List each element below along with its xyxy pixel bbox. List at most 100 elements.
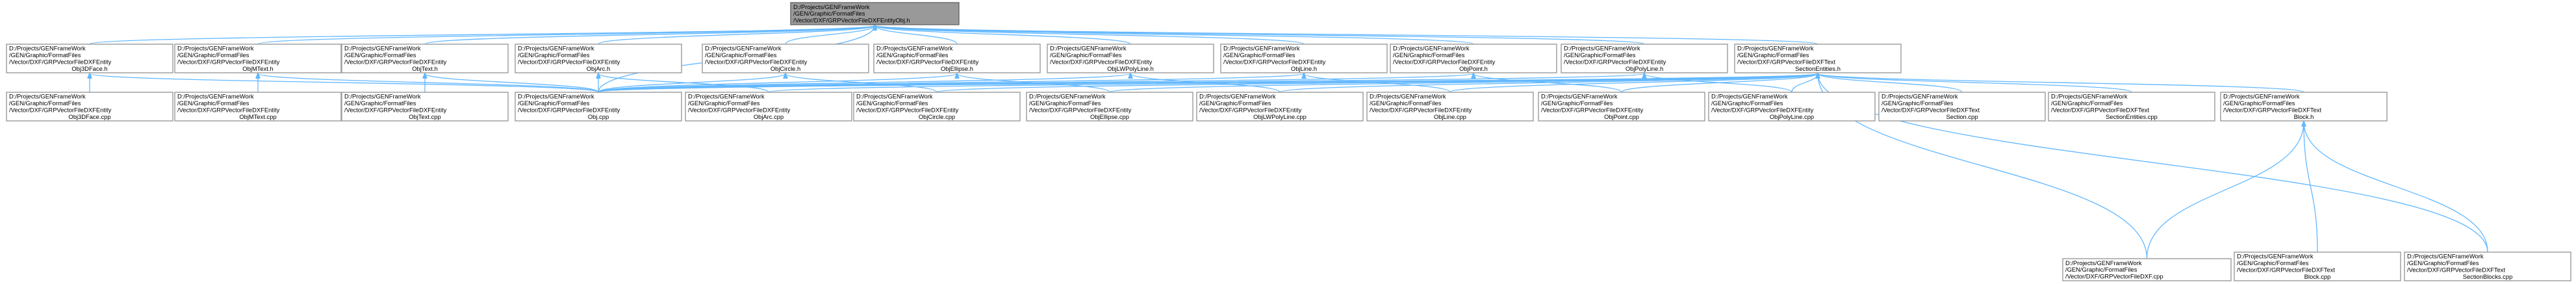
node-label-line: /Vector/DXF/GRPVectorFileDXFEntity — [856, 106, 959, 113]
edge-objarc_cpp-includes-objarc_h — [598, 73, 769, 93]
edge-obj_cpp-includes-objtext_h — [425, 73, 599, 93]
node-objarc-h[interactable]: D:/Projects/GENFrameWork/GEN/Graphic/For… — [515, 44, 682, 73]
edge-objpolyline_h-includes-root — [875, 25, 1645, 45]
node-label-line: /Vector/DXF/GRPVectorFileDXFEntity — [344, 58, 447, 65]
node-sectionentities-cpp[interactable]: D:/Projects/GENFrameWork/GEN/Graphic/For… — [2048, 92, 2215, 122]
node-label-line: ObjCircle.cpp — [919, 113, 955, 120]
edge-objellipse_h-includes-root — [875, 25, 958, 45]
node-label-line: /GEN/Graphic/FormatFiles — [9, 99, 81, 107]
node-label-line: D:/Projects/GENFrameWork — [518, 45, 594, 52]
node-label-line: D:/Projects/GENFrameWork — [2065, 259, 2142, 266]
edge-sectionentities_h-includes-root — [875, 25, 1818, 45]
node-label-line: Obj.cpp — [588, 113, 609, 120]
node-label-line: /Vector/DXF/GRPVectorFileDXFEntity — [705, 58, 808, 65]
node-label-line: ObjEllipse.h — [941, 65, 973, 72]
edge-objpoint_h-includes-root — [875, 25, 1474, 45]
edge-objline_cpp-includes-sectionentities_h — [1449, 73, 1818, 93]
node-label-line: /Vector/DXF/GRPVectorFileDXFText — [1881, 106, 1980, 113]
node-label-line: /Vector/DXF/GRPVectorFileDXFEntity — [1370, 106, 1472, 113]
node-label-line: D:/Projects/GENFrameWork — [344, 45, 421, 52]
node-objmtext-cpp[interactable]: D:/Projects/GENFrameWork/GEN/Graphic/For… — [174, 92, 342, 122]
node-box — [174, 92, 342, 122]
node-objpoint-cpp[interactable]: D:/Projects/GENFrameWork/GEN/Graphic/For… — [1538, 92, 1705, 122]
node-block-h[interactable]: D:/Projects/GENFrameWork/GEN/Graphic/For… — [2220, 92, 2388, 122]
node-objcircle-cpp[interactable]: D:/Projects/GENFrameWork/GEN/Graphic/For… — [853, 92, 1021, 122]
edge-objellipse_cpp-includes-sectionentities_h — [1109, 73, 1818, 93]
edge-objlwpolyline_h-includes-root — [875, 25, 1131, 45]
node-label-line: D:/Projects/GENFrameWork — [518, 93, 594, 100]
node-block-cpp[interactable]: D:/Projects/GENFrameWork/GEN/Graphic/For… — [2234, 252, 2401, 281]
node-label-line: /GEN/Graphic/FormatFiles — [2223, 99, 2295, 107]
node-section-cpp[interactable]: D:/Projects/GENFrameWork/GEN/Graphic/For… — [1878, 92, 2046, 122]
node-label-line: D:/Projects/GENFrameWork — [856, 93, 933, 100]
node-label-line: /GEN/Graphic/FormatFiles — [344, 99, 416, 107]
edge-obj_cpp-includes-objline_h — [598, 73, 1304, 93]
edge-obj_cpp-includes-objcircle_h — [598, 73, 785, 93]
node-label-line: D:/Projects/GENFrameWork — [793, 3, 870, 10]
node-label-line: Obj3DFace.h — [71, 65, 107, 72]
node-label-line: ObjLWPolyLine.cpp — [1253, 113, 1307, 120]
node-objellipse-cpp[interactable]: D:/Projects/GENFrameWork/GEN/Graphic/For… — [1026, 92, 1193, 122]
node-sectionblocks-cpp[interactable]: D:/Projects/GENFrameWork/GEN/Graphic/For… — [2404, 252, 2571, 281]
node-objline-h[interactable]: D:/Projects/GENFrameWork/GEN/Graphic/For… — [1220, 44, 1388, 73]
node-objcircle-h[interactable]: D:/Projects/GENFrameWork/GEN/Graphic/For… — [702, 44, 869, 73]
node-box — [2062, 258, 2232, 281]
node-objpoint-h[interactable]: D:/Projects/GENFrameWork/GEN/Graphic/For… — [1390, 44, 1557, 73]
node-label-line: D:/Projects/GENFrameWork — [1564, 45, 1640, 52]
node-label-line: /GEN/Graphic/FormatFiles — [9, 51, 81, 58]
edge-grpvectorfiledxf_cpp-includes-block_h — [2146, 122, 2304, 259]
node-objline-cpp[interactable]: D:/Projects/GENFrameWork/GEN/Graphic/For… — [1366, 92, 1534, 122]
node-label-line: ObjText.h — [412, 65, 438, 72]
node-label-line: /Vector/DXF/GRPVectorFileDXFText — [2237, 266, 2335, 273]
node-label-line: /GEN/Graphic/FormatFiles — [344, 51, 416, 58]
node-objmtext-h[interactable]: D:/Projects/GENFrameWork/GEN/Graphic/For… — [174, 44, 342, 73]
node-label-line: ObjLine.h — [1291, 65, 1317, 72]
node-box — [873, 44, 1041, 73]
node-label-line: /Vector/DXF/GRPVectorFileDXF.cpp — [2065, 273, 2163, 280]
node-label-line: /GEN/Graphic/FormatFiles — [1029, 99, 1101, 107]
node-box — [1734, 44, 1902, 73]
node-label-line: /Vector/DXF/GRPVectorFileDXFText — [2407, 266, 2505, 273]
node-box — [1196, 92, 1364, 122]
node-objpolyline-h[interactable]: D:/Projects/GENFrameWork/GEN/Graphic/For… — [1561, 44, 1728, 73]
node-label-line: D:/Projects/GENFrameWork — [1737, 45, 1814, 52]
node-root[interactable]: D:/Projects/GENFrameWork/GEN/Graphic/For… — [790, 2, 960, 25]
node-label-line: /GEN/Graphic/FormatFiles — [1223, 51, 1295, 58]
node-objlwpolyline-cpp[interactable]: D:/Projects/GENFrameWork/GEN/Graphic/For… — [1196, 92, 1364, 122]
node-sectionentities-h[interactable]: D:/Projects/GENFrameWork/GEN/Graphic/For… — [1734, 44, 1902, 73]
node-obj3dface-h[interactable]: D:/Projects/GENFrameWork/GEN/Graphic/For… — [6, 44, 173, 73]
node-label-line: /Vector/DXF/GRPVectorFileDXFEntity — [1541, 106, 1644, 113]
node-objpolyline-cpp[interactable]: D:/Projects/GENFrameWork/GEN/Graphic/For… — [1708, 92, 1876, 122]
node-objtext-cpp[interactable]: D:/Projects/GENFrameWork/GEN/Graphic/For… — [341, 92, 509, 122]
node-label-line: D:/Projects/GENFrameWork — [876, 45, 953, 52]
node-grpvectorfiledxf-cpp[interactable]: D:/Projects/GENFrameWork/GEN/Graphic/For… — [2062, 258, 2232, 281]
node-label-line: ObjArc.h — [587, 65, 610, 72]
node-objlwpolyline-h[interactable]: D:/Projects/GENFrameWork/GEN/Graphic/For… — [1047, 44, 1214, 73]
node-objellipse-h[interactable]: D:/Projects/GENFrameWork/GEN/Graphic/For… — [873, 44, 1041, 73]
node-label-line: /Vector/DXF/GRPVectorFileDXFEntity — [1223, 58, 1326, 65]
node-label-line: /Vector/DXF/GRPVectorFileDXFText — [1737, 58, 1835, 65]
node-label-line: D:/Projects/GENFrameWork — [2407, 253, 2484, 260]
node-box — [1220, 44, 1388, 73]
node-objtext-h[interactable]: D:/Projects/GENFrameWork/GEN/Graphic/For… — [341, 44, 509, 73]
node-box — [341, 92, 509, 122]
node-label-line: ObjText.cpp — [409, 113, 441, 120]
node-label-line: D:/Projects/GENFrameWork — [177, 45, 254, 52]
node-label-line: /Vector/DXF/GRPVectorFileDXFEntity — [177, 58, 280, 65]
node-label-line: /Vector/DXF/GRPVectorFileDXFEntity — [1029, 106, 1132, 113]
node-objarc-cpp[interactable]: D:/Projects/GENFrameWork/GEN/Graphic/For… — [685, 92, 852, 122]
node-box — [1708, 92, 1876, 122]
node-label-line: /GEN/Graphic/FormatFiles — [1393, 51, 1465, 58]
node-label-line: /GEN/Graphic/FormatFiles — [2065, 266, 2137, 273]
edge-objlwpolyline_cpp-includes-sectionentities_h — [1279, 73, 1818, 93]
node-label-line: /Vector/DXF/GRPVectorFileDXFEntity — [518, 58, 620, 65]
node-obj3dface-cpp[interactable]: D:/Projects/GENFrameWork/GEN/Graphic/For… — [6, 92, 173, 122]
edge-block_h-includes-sectionentities_h — [1818, 73, 2304, 93]
node-label-line: ObjPoint.cpp — [1604, 113, 1639, 120]
node-box — [174, 44, 342, 73]
edge-objarc_h-includes-root — [598, 25, 875, 45]
node-label-line: /Vector/DXF/GRPVectorFileDXFEntityObj.h — [793, 17, 910, 24]
node-label-line: D:/Projects/GENFrameWork — [1370, 93, 1446, 100]
node-obj-cpp[interactable]: D:/Projects/GENFrameWork/GEN/Graphic/For… — [515, 92, 682, 122]
node-box — [2220, 92, 2388, 122]
